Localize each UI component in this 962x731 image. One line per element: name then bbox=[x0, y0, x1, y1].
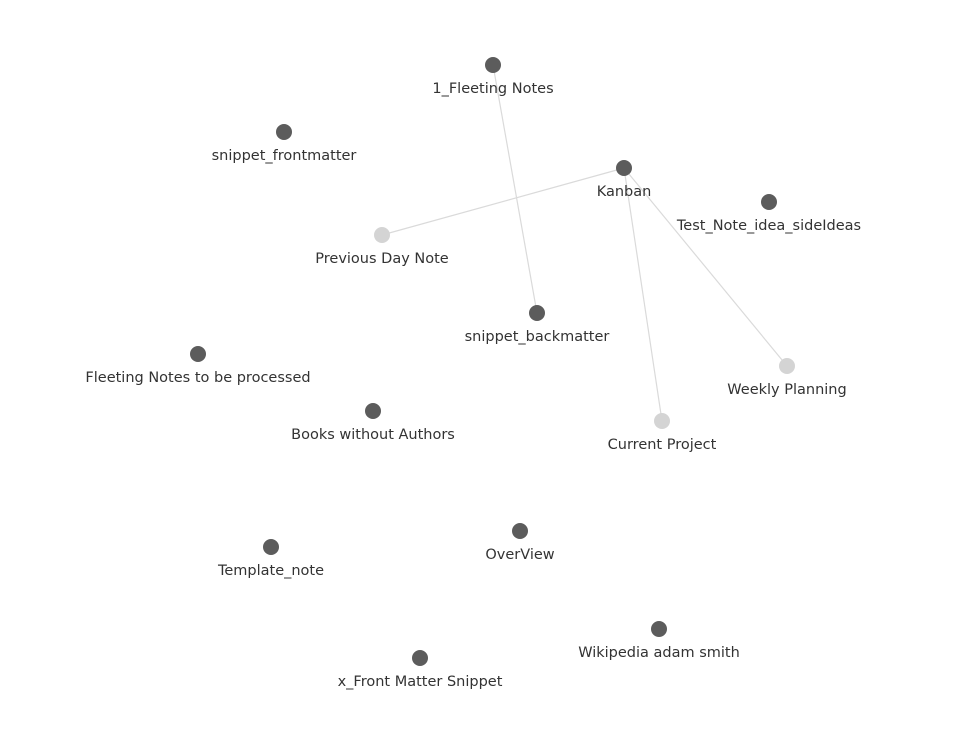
graph-node-previous-day-note[interactable]: Previous Day Note bbox=[315, 227, 449, 267]
node-dot[interactable] bbox=[263, 539, 279, 555]
node-dot[interactable] bbox=[485, 57, 501, 73]
node-label[interactable]: Template_note bbox=[217, 563, 324, 579]
node-dot[interactable] bbox=[616, 160, 632, 176]
graph-node-template-note[interactable]: Template_note bbox=[217, 539, 324, 579]
node-label[interactable]: Weekly Planning bbox=[727, 382, 846, 398]
graph-node-weekly-planning[interactable]: Weekly Planning bbox=[727, 358, 847, 398]
node-dot[interactable] bbox=[761, 194, 777, 210]
node-label[interactable]: OverView bbox=[485, 547, 554, 563]
edges-layer bbox=[381, 64, 788, 422]
node-dot[interactable] bbox=[654, 413, 670, 429]
edge-kanban-to-weekly-planning bbox=[623, 167, 788, 367]
node-label[interactable]: Books without Authors bbox=[291, 427, 455, 443]
graph-node-overview[interactable]: OverView bbox=[485, 523, 555, 563]
graph-node-wikipedia-adam-smith[interactable]: Wikipedia adam smith bbox=[578, 621, 740, 661]
node-dot[interactable] bbox=[779, 358, 795, 374]
graph-node-fleeting-notes[interactable]: 1_Fleeting Notes bbox=[432, 57, 554, 97]
node-dot[interactable] bbox=[365, 403, 381, 419]
graph-node-fleeting-notes-to-be-processed[interactable]: Fleeting Notes to be processed bbox=[85, 346, 311, 386]
edge-kanban-to-previous-day-note bbox=[381, 167, 625, 236]
node-dot[interactable] bbox=[412, 650, 428, 666]
node-label[interactable]: Current Project bbox=[608, 437, 717, 453]
node-dot[interactable] bbox=[529, 305, 545, 321]
graph-node-snippet-backmatter[interactable]: snippet_backmatter bbox=[465, 305, 610, 345]
graph-node-test-note-idea-sideideas[interactable]: Test_Note_idea_sideIdeas bbox=[676, 194, 861, 234]
node-label[interactable]: Fleeting Notes to be processed bbox=[85, 370, 310, 386]
edge-kanban-to-current-project bbox=[623, 167, 663, 422]
node-label[interactable]: snippet_frontmatter bbox=[212, 148, 357, 164]
graph-node-books-without-authors[interactable]: Books without Authors bbox=[291, 403, 455, 443]
edge-fleeting-notes-to-snippet-backmatter bbox=[492, 64, 538, 314]
node-dot[interactable] bbox=[276, 124, 292, 140]
node-dot[interactable] bbox=[190, 346, 206, 362]
node-label[interactable]: x_Front Matter Snippet bbox=[338, 674, 503, 690]
node-label[interactable]: Previous Day Note bbox=[315, 251, 449, 267]
node-label[interactable]: 1_Fleeting Notes bbox=[432, 81, 553, 97]
node-dot[interactable] bbox=[651, 621, 667, 637]
node-label[interactable]: Wikipedia adam smith bbox=[578, 645, 740, 661]
graph-node-current-project[interactable]: Current Project bbox=[608, 413, 717, 453]
graph-node-x-front-matter-snippet[interactable]: x_Front Matter Snippet bbox=[338, 650, 503, 690]
nodes-layer: 1_Fleeting Notes snippet_frontmatterKanba… bbox=[85, 57, 861, 690]
node-dot[interactable] bbox=[512, 523, 528, 539]
node-label[interactable]: snippet_backmatter bbox=[465, 329, 610, 345]
node-label[interactable]: Kanban bbox=[597, 184, 652, 200]
graph-node-kanban[interactable]: Kanban bbox=[597, 160, 652, 200]
graph-node-snippet-frontmatter[interactable]: snippet_frontmatter bbox=[212, 124, 357, 164]
node-dot[interactable] bbox=[374, 227, 390, 243]
node-label[interactable]: Test_Note_idea_sideIdeas bbox=[676, 218, 861, 234]
